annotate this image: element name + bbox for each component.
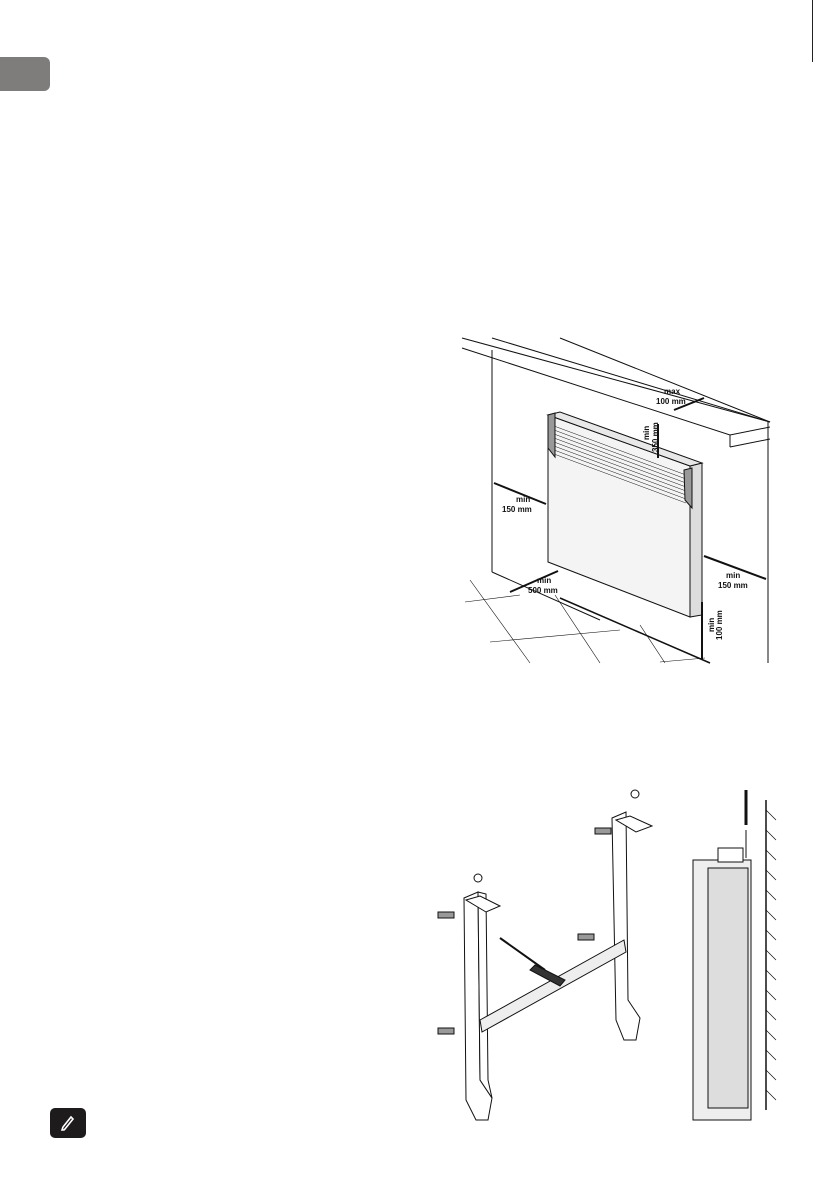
left-min-label-2: 150 mm	[502, 505, 532, 514]
front-min-label-2: 500 mm	[528, 586, 558, 595]
floor-min-label-1: min	[707, 618, 716, 632]
right-min-label-1: min	[726, 571, 740, 580]
top-min-label-2: 350 mm	[651, 422, 660, 452]
section-tab	[0, 57, 50, 91]
top-max-label-2: 100 mm	[656, 397, 686, 406]
note-box	[50, 1108, 86, 1138]
top-min-label-1: min	[642, 426, 651, 440]
wall-side-view-diagram	[692, 790, 777, 1121]
front-min-label-1: min	[537, 576, 551, 585]
mounting-bracket-diagram	[437, 789, 654, 1121]
left-min-label-1: min	[516, 495, 530, 504]
margin-line	[812, 0, 813, 62]
right-min-label-2: 150 mm	[718, 581, 748, 590]
top-max-label-1: max	[664, 387, 681, 396]
floor-min-label-2: 100 mm	[715, 610, 724, 640]
clearance-diagram: min 150 mm min 150 mm min 500 mm max 100…	[461, 337, 771, 664]
pencil-icon	[60, 1115, 75, 1131]
